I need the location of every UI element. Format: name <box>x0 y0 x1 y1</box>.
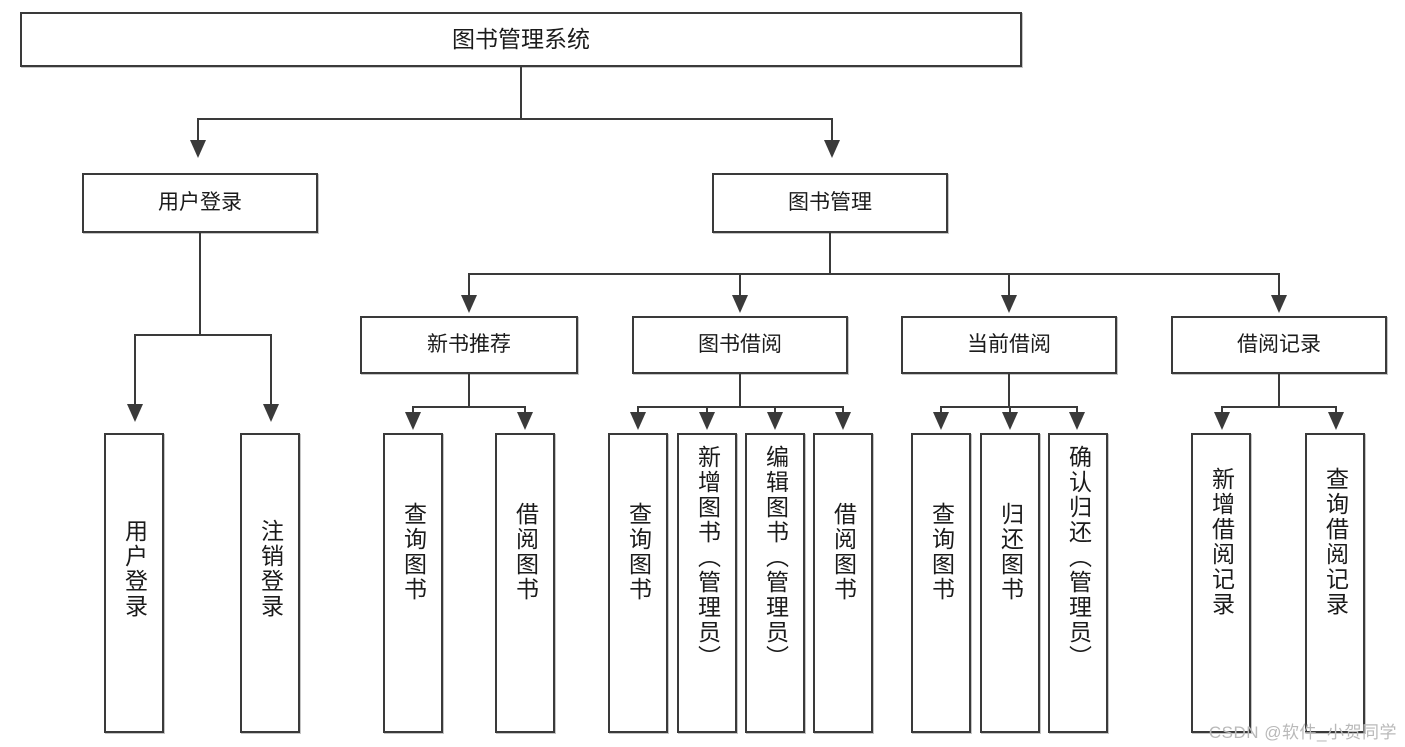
arrowhead-book-borrow-to-leaf-1 <box>630 412 646 430</box>
arrowhead-root-to-book-manage <box>824 140 840 158</box>
leaf-label: 新增图书（管理员） <box>694 445 721 670</box>
connector-root-to-user-login <box>197 118 199 144</box>
connector-new-book-stem <box>468 374 470 408</box>
leaf-user-login-login[interactable]: 用户登录 <box>104 433 164 733</box>
connector-book-manage-bus <box>468 273 1280 275</box>
node-user-login[interactable]: 用户登录 <box>82 173 318 233</box>
leaf-label: 归还图书 <box>997 502 1024 602</box>
connector-user-login-stem <box>199 233 201 336</box>
arrowhead-book-borrow-to-leaf-3 <box>767 412 783 430</box>
connector-user-login-to-leaf-2 <box>270 334 272 408</box>
node-label: 新书推荐 <box>427 332 511 356</box>
node-label: 图书管理系统 <box>452 25 590 52</box>
leaf-current-borrow-confirm-return-admin[interactable]: 确认归还（管理员） <box>1048 433 1108 733</box>
watermark-text: CSDN @软件_小贺同学 <box>1208 723 1397 742</box>
connector-root-to-book-manage <box>831 118 833 144</box>
arrowhead-borrow-record-to-leaf-2 <box>1328 412 1344 430</box>
connector-current-borrow-stem <box>1008 374 1010 408</box>
leaf-label: 查询图书 <box>400 502 427 602</box>
connector-book-borrow-stem <box>739 374 741 408</box>
leaf-current-borrow-query-book[interactable]: 查询图书 <box>911 433 971 733</box>
leaf-borrow-record-add-record[interactable]: 新增借阅记录 <box>1191 433 1251 733</box>
leaf-user-login-logout[interactable]: 注销登录 <box>240 433 300 733</box>
arrowhead-root-to-user-login <box>190 140 206 158</box>
leaf-new-book-query-book[interactable]: 查询图书 <box>383 433 443 733</box>
node-new-book-recommend[interactable]: 新书推荐 <box>360 316 578 374</box>
leaf-label: 用户登录 <box>121 519 148 619</box>
connector-book-manage-to-current-borrow <box>1008 273 1010 299</box>
leaf-book-borrow-query-book[interactable]: 查询图书 <box>608 433 668 733</box>
arrowhead-book-borrow-to-leaf-2 <box>699 412 715 430</box>
leaf-new-book-borrow-book[interactable]: 借阅图书 <box>495 433 555 733</box>
node-book-borrow[interactable]: 图书借阅 <box>632 316 848 374</box>
arrowhead-new-book-to-leaf-2 <box>517 412 533 430</box>
connector-user-login-to-leaf-1 <box>134 334 136 408</box>
connector-book-manage-to-borrow-record <box>1278 273 1280 299</box>
node-label: 图书借阅 <box>698 332 782 356</box>
connector-borrow-record-stem <box>1278 374 1280 408</box>
connector-book-borrow-bus <box>637 406 844 408</box>
connector-book-manage-stem <box>829 233 831 275</box>
leaf-label: 注销登录 <box>257 519 284 619</box>
arrowhead-user-login-to-leaf-1 <box>127 404 143 422</box>
node-current-borrow[interactable]: 当前借阅 <box>901 316 1117 374</box>
arrowhead-book-manage-to-book-borrow <box>732 295 748 313</box>
connector-book-manage-to-new-book <box>468 273 470 299</box>
arrowhead-current-borrow-to-leaf-1 <box>933 412 949 430</box>
node-label: 当前借阅 <box>967 332 1051 356</box>
leaf-label: 确认归还（管理员） <box>1065 445 1092 670</box>
arrowhead-user-login-to-leaf-2 <box>263 404 279 422</box>
leaf-label: 新增借阅记录 <box>1208 467 1235 617</box>
leaf-label: 查询图书 <box>928 502 955 602</box>
connector-root-stem <box>520 67 522 118</box>
connector-user-login-bus <box>134 334 270 336</box>
leaf-book-borrow-add-book-admin[interactable]: 新增图书（管理员） <box>677 433 737 733</box>
leaf-label: 查询图书 <box>625 502 652 602</box>
connector-book-manage-to-book-borrow <box>739 273 741 299</box>
leaf-borrow-record-query-record[interactable]: 查询借阅记录 <box>1305 433 1365 733</box>
arrowhead-book-manage-to-new-book <box>461 295 477 313</box>
arrowhead-book-manage-to-borrow-record <box>1271 295 1287 313</box>
leaf-current-borrow-return-book[interactable]: 归还图书 <box>980 433 1040 733</box>
arrowhead-new-book-to-leaf-1 <box>405 412 421 430</box>
leaf-label: 编辑图书（管理员） <box>762 445 789 670</box>
leaf-book-borrow-borrow-book[interactable]: 借阅图书 <box>813 433 873 733</box>
leaf-label: 查询借阅记录 <box>1322 467 1349 617</box>
arrowhead-current-borrow-to-leaf-2 <box>1002 412 1018 430</box>
leaf-book-borrow-edit-book-admin[interactable]: 编辑图书（管理员） <box>745 433 805 733</box>
connector-new-book-bus <box>412 406 526 408</box>
node-label: 图书管理 <box>788 190 872 214</box>
node-book-management[interactable]: 图书管理 <box>712 173 948 233</box>
connector-root-bus <box>197 118 833 120</box>
connector-borrow-record-bus <box>1221 406 1337 408</box>
leaf-label: 借阅图书 <box>512 502 539 602</box>
arrowhead-borrow-record-to-leaf-1 <box>1214 412 1230 430</box>
node-label: 用户登录 <box>158 190 242 214</box>
node-label: 借阅记录 <box>1237 332 1321 356</box>
node-borrow-record[interactable]: 借阅记录 <box>1171 316 1387 374</box>
node-root-system[interactable]: 图书管理系统 <box>20 12 1022 67</box>
leaf-label: 借阅图书 <box>830 502 857 602</box>
arrowhead-current-borrow-to-leaf-3 <box>1069 412 1085 430</box>
arrowhead-book-manage-to-current-borrow <box>1001 295 1017 313</box>
arrowhead-book-borrow-to-leaf-4 <box>835 412 851 430</box>
